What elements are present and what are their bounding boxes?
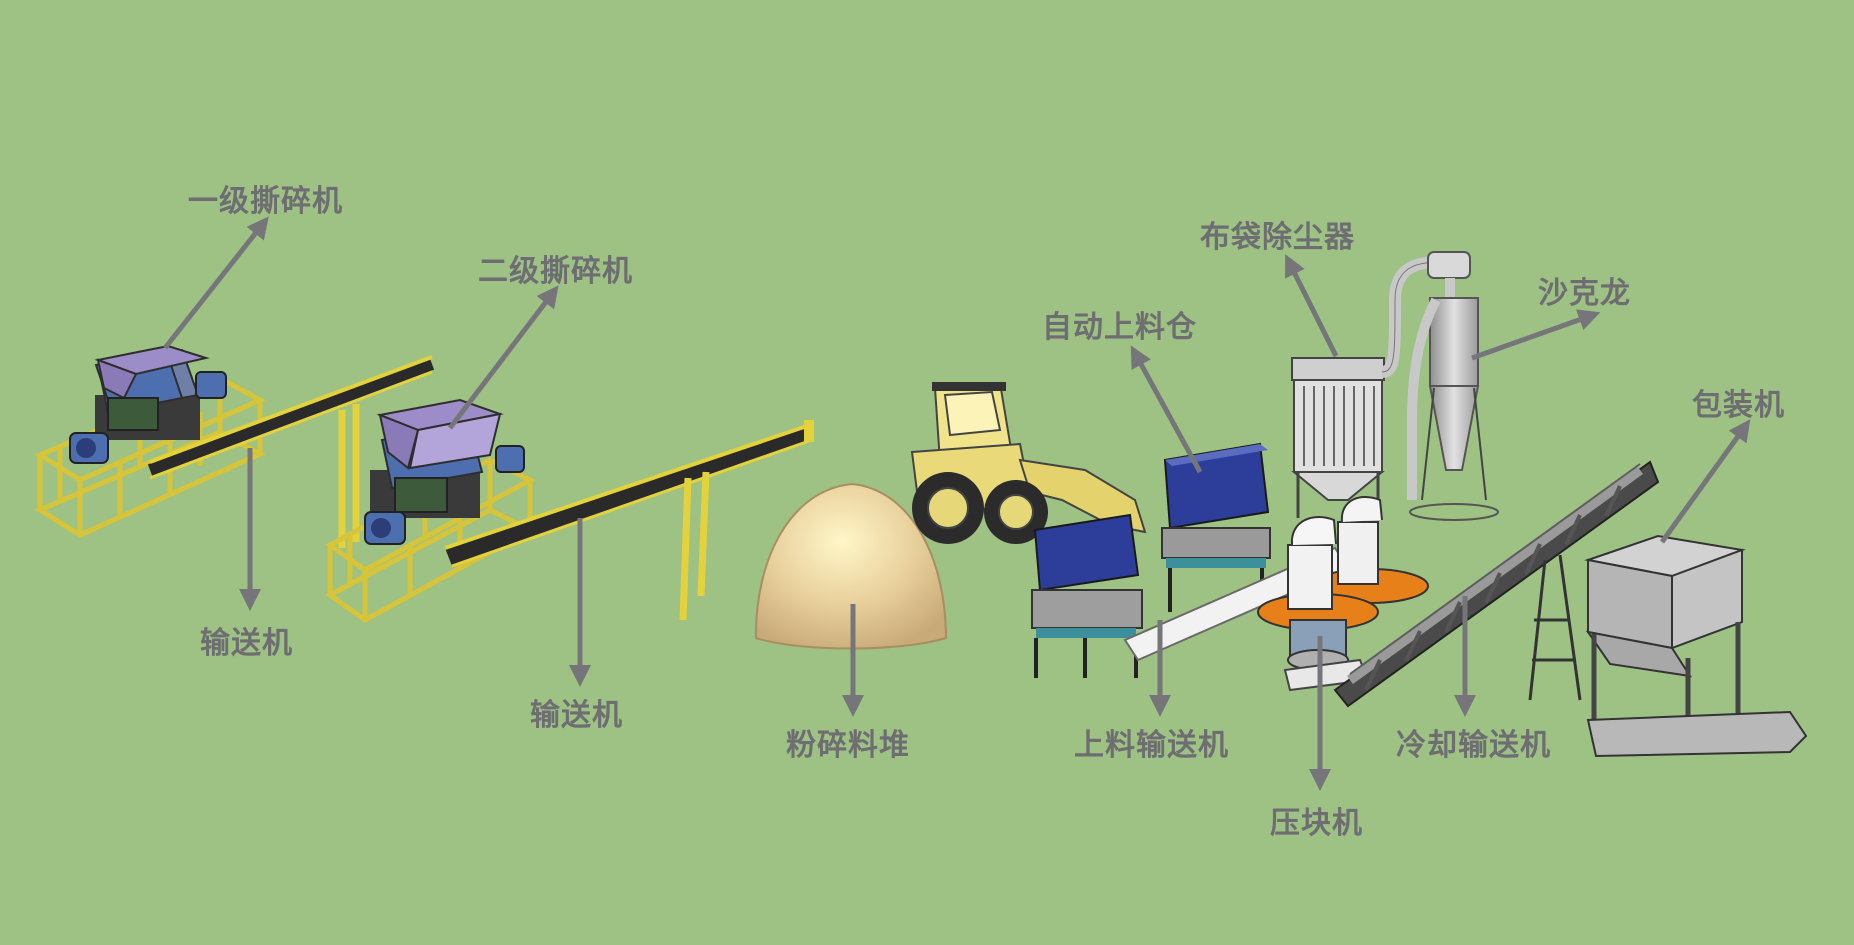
arrow-auto-feed-bin bbox=[1130, 345, 1203, 474]
auto-feed-bin bbox=[1031, 442, 1271, 678]
label-conveyor-1: 输送机 bbox=[200, 626, 293, 661]
arrow-packing-machine bbox=[1659, 419, 1751, 544]
label-conveyor-2: 输送机 bbox=[530, 698, 623, 733]
label-secondary-shredder: 二级撕碎机 bbox=[478, 254, 633, 289]
label-briquette-press: 压块机 bbox=[1270, 806, 1363, 841]
cyclone bbox=[1381, 251, 1499, 521]
arrow-secondary-shredder bbox=[448, 285, 559, 430]
feed-bin-rear bbox=[1161, 442, 1271, 612]
label-bag-dust-collector: 布袋除尘器 bbox=[1200, 220, 1355, 255]
label-auto-feed-bin: 自动上料仓 bbox=[1042, 310, 1197, 345]
label-crushed-pile: 粉碎料堆 bbox=[786, 728, 910, 763]
arrow-primary-shredder bbox=[163, 216, 269, 350]
wheel-loader bbox=[910, 381, 1147, 544]
label-cyclone: 沙克龙 bbox=[1538, 276, 1631, 311]
arrow-cyclone bbox=[1471, 309, 1601, 361]
label-primary-shredder: 一级撕碎机 bbox=[188, 184, 343, 219]
primary-shredder bbox=[34, 344, 266, 538]
conveyor-1 bbox=[147, 355, 435, 548]
pointer-arrows bbox=[163, 216, 1751, 792]
bag-dust-collector bbox=[1291, 357, 1385, 518]
secondary-shredder bbox=[325, 398, 536, 623]
label-feed-conveyor: 上料输送机 bbox=[1074, 728, 1229, 763]
label-cooling-conveyor: 冷却输送机 bbox=[1396, 728, 1551, 763]
feed-bin-front bbox=[1031, 513, 1143, 678]
cooling-conveyor bbox=[1333, 460, 1660, 708]
arrow-bag-dust-collector bbox=[1285, 254, 1339, 358]
conveyor-2 bbox=[444, 420, 814, 621]
packing-machine bbox=[1584, 534, 1808, 758]
label-packing-machine: 包装机 bbox=[1692, 388, 1785, 423]
